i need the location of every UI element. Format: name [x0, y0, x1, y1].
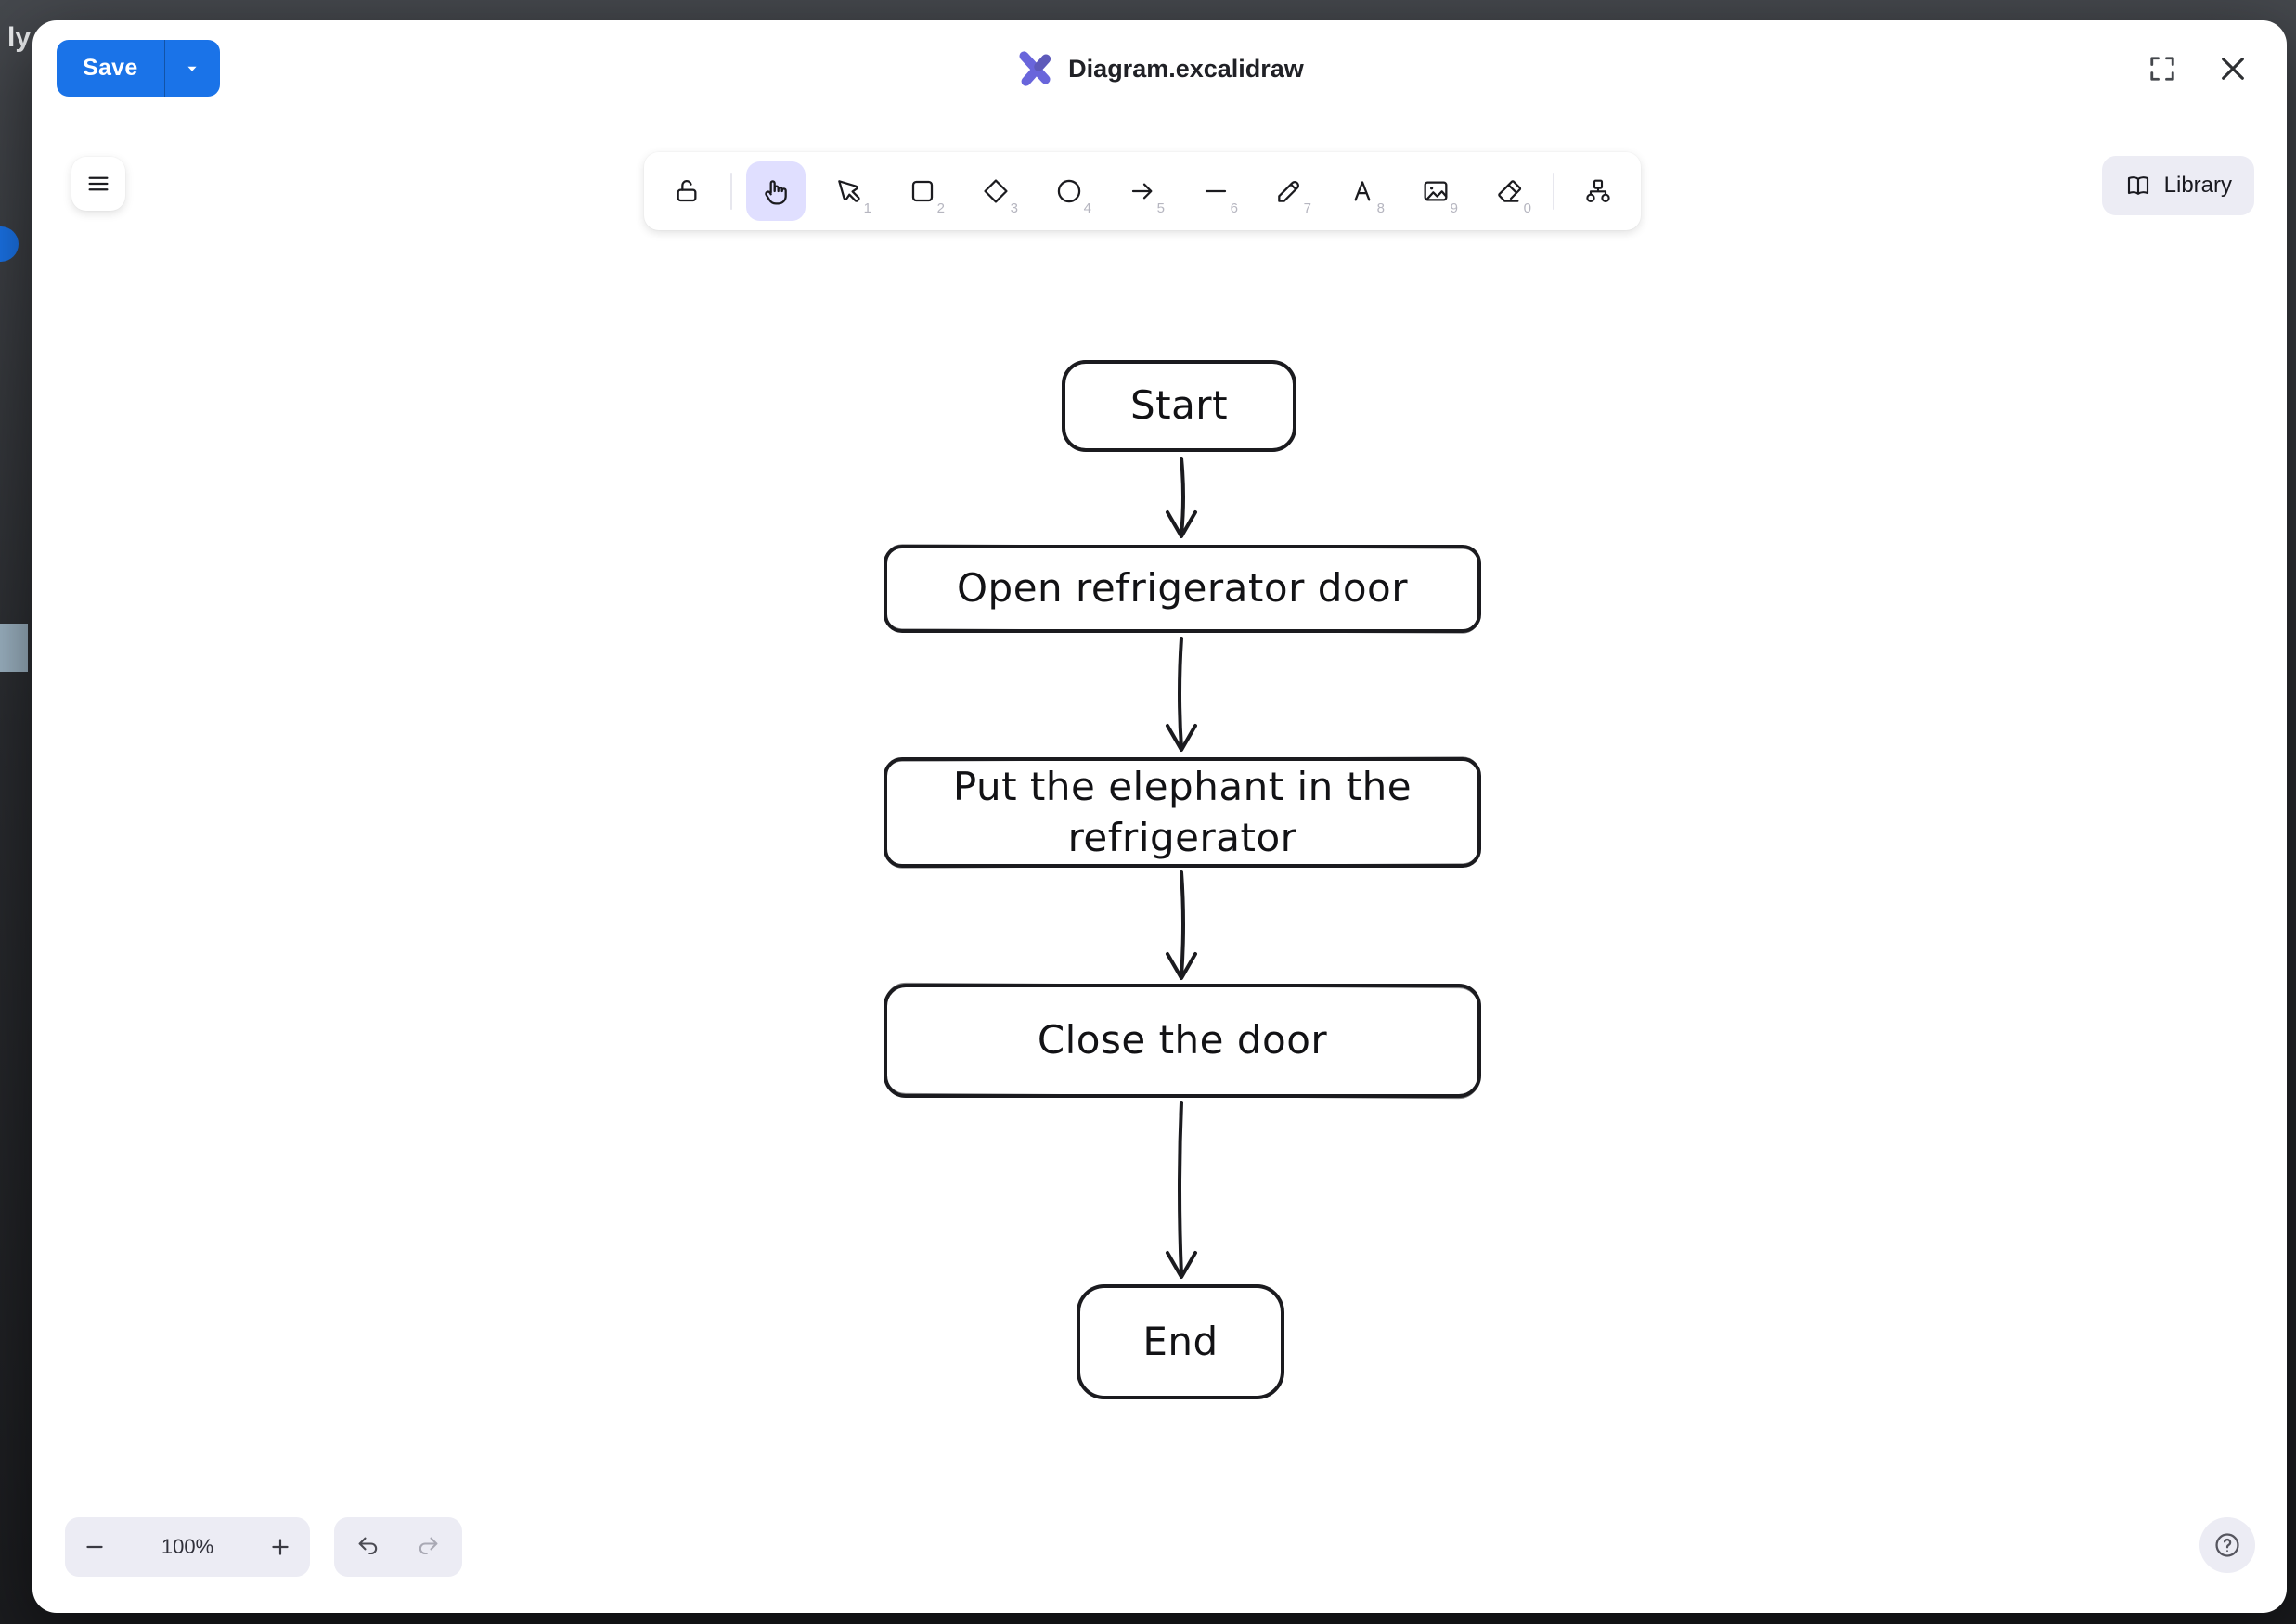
save-button[interactable]: Save	[83, 55, 138, 81]
tool-image[interactable]: 9	[1406, 161, 1465, 221]
zoom-level[interactable]: 100%	[161, 1535, 214, 1558]
plus-icon	[272, 1539, 289, 1555]
ellipse-icon	[1057, 179, 1081, 203]
window-controls	[2138, 45, 2257, 93]
zoom-out-button[interactable]	[72, 1525, 117, 1569]
background-blue-dot	[0, 226, 19, 262]
history-controls	[334, 1517, 462, 1577]
canvas[interactable]: Start Open refrigerator door Put the ele…	[32, 20, 2287, 1613]
tool-more-shapes[interactable]	[1568, 161, 1628, 221]
tool-shortcut: 8	[1376, 200, 1385, 216]
toolbar-separator	[1553, 173, 1554, 210]
flow-arrow-2[interactable]	[1166, 637, 1197, 752]
selection-cursor-icon	[838, 180, 860, 202]
tool-shortcut: 4	[1083, 200, 1091, 216]
help-question-icon	[2215, 1533, 2239, 1557]
redo-icon	[419, 1537, 438, 1555]
tool-shortcut: 3	[1010, 200, 1018, 216]
tool-arrow[interactable]: 5	[1113, 161, 1172, 221]
tool-ellipse[interactable]: 4	[1039, 161, 1099, 221]
tool-hand[interactable]	[746, 161, 806, 221]
tool-shortcut: 9	[1450, 200, 1458, 216]
flow-node-open-door[interactable]: Open refrigerator door	[885, 547, 1479, 631]
tool-shortcut: 5	[1156, 200, 1165, 216]
main-menu-button[interactable]	[71, 157, 125, 211]
close-button[interactable]	[2209, 45, 2257, 93]
minus-icon	[86, 1545, 103, 1549]
image-icon	[1424, 181, 1448, 201]
tool-toolbar: 1 2 3 4	[644, 152, 1641, 230]
library-label: Library	[2163, 173, 2232, 198]
library-button[interactable]: Library	[2101, 156, 2254, 215]
save-split-button[interactable]: Save	[57, 40, 220, 97]
excalidraw-modal: Start Open refrigerator door Put the ele…	[32, 20, 2287, 1613]
zoom-controls: 100%	[65, 1517, 310, 1577]
redo-button[interactable]	[404, 1523, 452, 1571]
tool-diamond[interactable]: 3	[966, 161, 1025, 221]
chevron-down-icon	[187, 66, 197, 71]
hand-icon	[765, 180, 787, 205]
tool-text[interactable]: 8	[1333, 161, 1392, 221]
save-dropdown-button[interactable]	[163, 40, 220, 97]
flow-node-label: Close the door	[1037, 1017, 1328, 1063]
help-button[interactable]	[2199, 1517, 2255, 1573]
lock-open-icon	[677, 179, 697, 202]
undo-button[interactable]	[344, 1523, 393, 1571]
tool-shortcut: 0	[1523, 200, 1531, 216]
tool-shortcut: 1	[863, 200, 871, 216]
tool-shortcut: 2	[936, 200, 945, 216]
hamburger-menu-icon	[88, 176, 109, 191]
tool-eraser[interactable]: 0	[1479, 161, 1539, 221]
tool-shortcut: 6	[1230, 200, 1238, 216]
background-thumbnail	[0, 624, 28, 672]
eraser-icon	[1498, 180, 1522, 202]
flow-arrow-4[interactable]	[1166, 1101, 1197, 1279]
tool-rectangle[interactable]: 2	[893, 161, 952, 221]
flowchart-svg	[884, 360, 1481, 1399]
more-shapes-icon	[1586, 179, 1610, 203]
modal-header-title: Diagram.excalidraw	[32, 20, 2287, 117]
zoom-in-button[interactable]	[258, 1525, 303, 1569]
tool-selection[interactable]: 1	[819, 161, 879, 221]
rectangle-icon	[911, 180, 934, 202]
flow-node-label: End	[1142, 1318, 1219, 1364]
flow-node-label: Put the elephant in the refrigerator	[952, 763, 1412, 860]
flow-arrow-1[interactable]	[1166, 457, 1197, 538]
flow-arrow-3[interactable]	[1166, 870, 1197, 980]
pencil-icon	[1278, 181, 1299, 202]
flow-node-close-door[interactable]: Close the door	[885, 986, 1479, 1096]
arrow-icon	[1131, 183, 1153, 200]
tool-draw[interactable]: 7	[1259, 161, 1319, 221]
undo-icon	[358, 1537, 378, 1555]
flow-node-label: Open refrigerator door	[956, 565, 1409, 612]
flow-node-label: Start	[1129, 382, 1229, 429]
document-title: Diagram.excalidraw	[1068, 54, 1304, 83]
tool-lock[interactable]	[657, 161, 716, 221]
fullscreen-button[interactable]	[2138, 45, 2186, 93]
fullscreen-icon	[2150, 57, 2174, 81]
line-icon	[1205, 189, 1227, 193]
flow-node-end[interactable]: End	[1078, 1286, 1283, 1398]
flow-node-start[interactable]: Start	[1064, 362, 1295, 450]
text-icon	[1354, 181, 1371, 201]
diamond-icon	[984, 179, 1008, 203]
close-icon	[2222, 58, 2244, 80]
tool-line[interactable]: 6	[1186, 161, 1245, 221]
toolbar-separator	[730, 173, 732, 210]
excalidraw-logo-icon	[1019, 51, 1051, 86]
flow-node-put-elephant[interactable]: Put the elephant in the refrigerator	[885, 759, 1479, 866]
library-book-icon	[2127, 176, 2148, 195]
tool-shortcut: 7	[1303, 200, 1311, 216]
